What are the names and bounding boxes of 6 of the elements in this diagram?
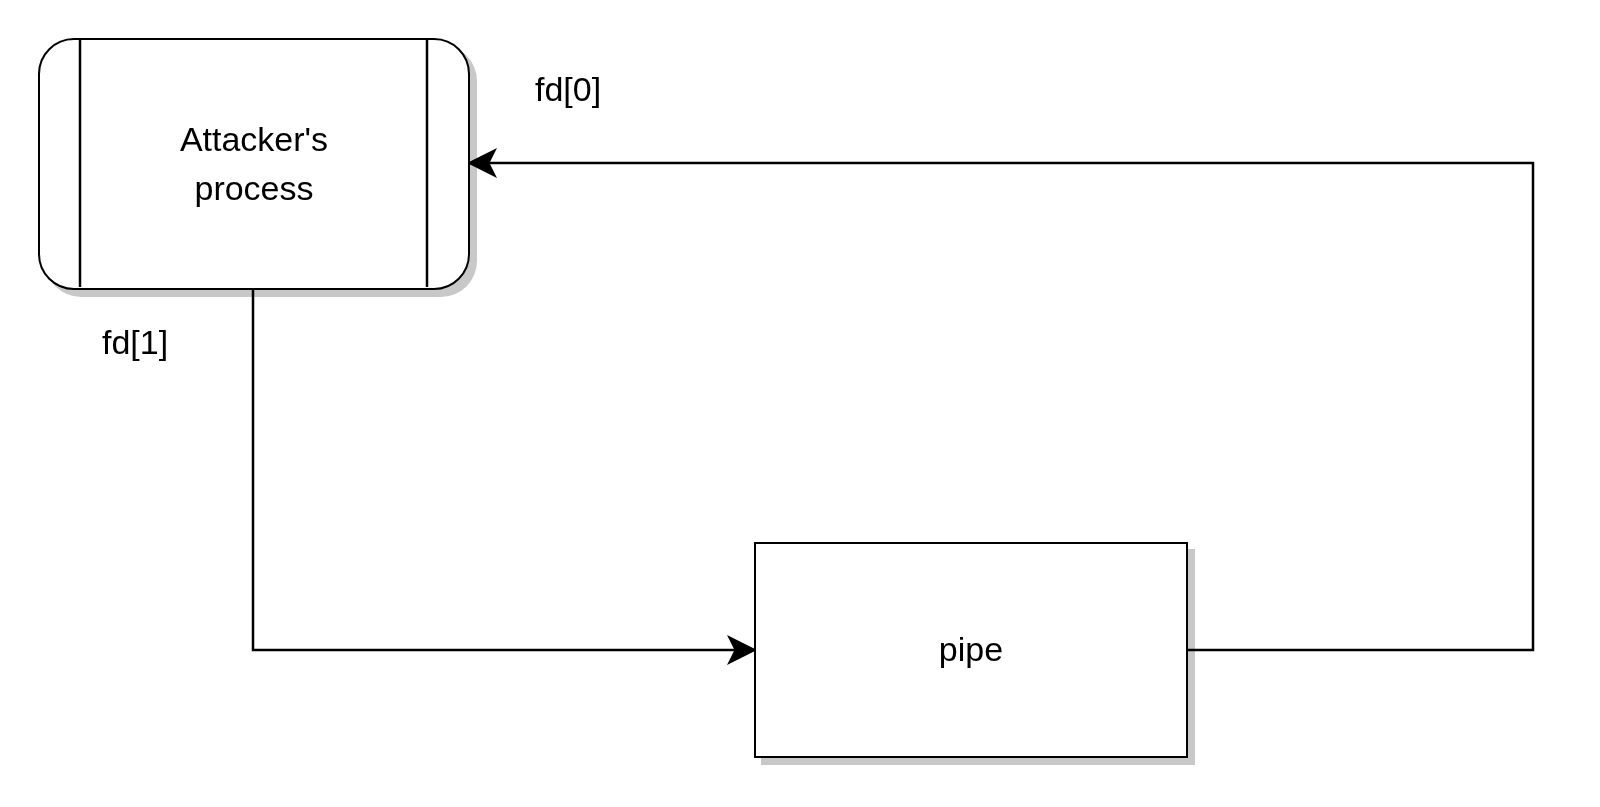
node-label: Attacker's process [178, 118, 330, 209]
process-box [754, 542, 1188, 758]
port-label: fd[1] [102, 323, 169, 362]
node-label: pipe [938, 629, 1004, 671]
port-label: fd[0] [535, 70, 602, 109]
subprocess-box [38, 38, 470, 290]
